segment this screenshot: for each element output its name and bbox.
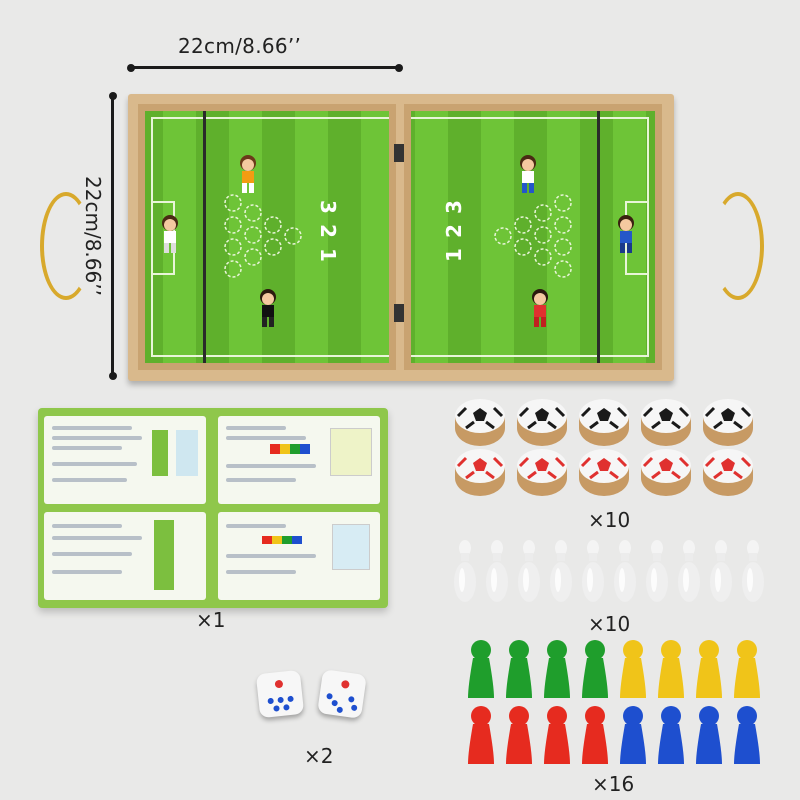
- dimension-endpoint: [395, 64, 403, 72]
- board-half-left: 3 2 1: [138, 104, 396, 370]
- score-number: 1: [315, 248, 340, 262]
- score-number: 2: [441, 224, 466, 238]
- hinge: [394, 144, 406, 162]
- soccer-puck-black: [639, 398, 693, 448]
- soccer-puck-black: [577, 398, 631, 448]
- soccer-pucks: [454, 398, 754, 498]
- rod: [597, 111, 600, 363]
- booklet-quantity: ×1: [196, 608, 226, 632]
- pawns: [468, 640, 760, 764]
- field-boundary: [151, 117, 389, 357]
- soccer-puck-red: [454, 447, 507, 498]
- board-half-right: 3 2 1: [404, 104, 662, 370]
- soccer-puck-red: [639, 447, 693, 498]
- booklet-page: [218, 512, 380, 600]
- cartoon-player-icon: [532, 289, 548, 327]
- cartoon-goalkeeper-icon: [618, 215, 634, 253]
- cartoon-player-icon: [240, 155, 256, 193]
- width-dimension-line: [131, 66, 399, 69]
- cartoon-goalkeeper-icon: [162, 215, 178, 253]
- soccer-puck-red: [577, 447, 631, 498]
- soccer-puck-black: [701, 398, 754, 448]
- instruction-booklet: [38, 408, 388, 608]
- booklet-page: [44, 416, 206, 504]
- soccer-field-right: 3 2 1: [411, 111, 655, 363]
- height-dimension-line: [111, 96, 114, 378]
- score-number: 2: [315, 224, 340, 238]
- rod: [203, 111, 206, 363]
- die: [255, 669, 305, 719]
- game-board: 3 2 1: [128, 94, 674, 381]
- soccer-puck-black: [515, 398, 569, 448]
- bowling-pins: [454, 540, 764, 602]
- soccer-puck-red: [701, 447, 754, 498]
- hinge: [394, 304, 406, 322]
- booklet-page: [218, 416, 380, 504]
- field-boundary: [411, 117, 649, 357]
- score-number: 1: [441, 248, 466, 262]
- soccer-field-left: 3 2 1: [145, 111, 389, 363]
- width-label: 22cm/8.66’’: [178, 34, 302, 58]
- pin-position-circles: [494, 194, 572, 278]
- pin-position-circles: [224, 194, 302, 278]
- pawns-quantity: ×16: [592, 772, 635, 796]
- die: [317, 669, 367, 719]
- rope-handle-left: [40, 192, 92, 300]
- dice-quantity: ×2: [304, 744, 334, 768]
- score-number: 3: [441, 200, 466, 214]
- pins-quantity: ×10: [588, 612, 631, 636]
- cartoon-player-icon: [520, 155, 536, 193]
- pucks-quantity: ×10: [588, 508, 631, 532]
- cartoon-player-icon: [260, 289, 276, 327]
- booklet-page: [44, 512, 206, 600]
- soccer-puck-black: [454, 398, 507, 448]
- dimension-endpoint: [109, 92, 117, 100]
- soccer-puck-red: [515, 447, 569, 498]
- score-number: 3: [315, 200, 340, 214]
- dimension-endpoint: [127, 64, 135, 72]
- dimension-endpoint: [109, 372, 117, 380]
- rope-handle-right: [712, 192, 764, 300]
